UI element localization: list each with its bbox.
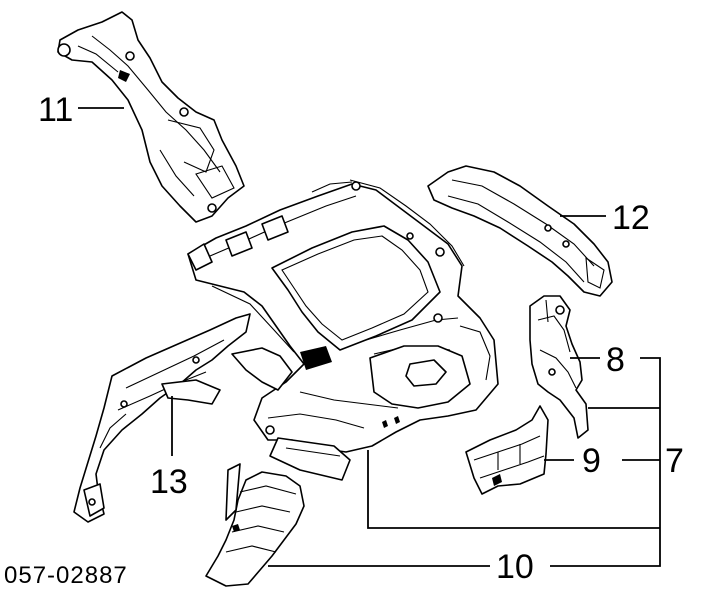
drawing-code: 057-02887 xyxy=(4,562,128,589)
part-13-inner-bracket xyxy=(73,313,293,523)
part-10-floor-extension xyxy=(205,437,351,587)
part-11-pillar-reinforcement xyxy=(57,11,245,223)
bracket-8-9-10-to-7 xyxy=(550,357,661,567)
callout-11: 11 xyxy=(38,91,73,129)
main-quarter-panel xyxy=(187,179,499,453)
callout-7: 7 xyxy=(665,442,684,480)
part-12-rear-rail xyxy=(427,165,613,297)
part-9-lower-reinforcement xyxy=(465,405,549,495)
callout-12: 12 xyxy=(612,199,650,237)
leader-10-panel xyxy=(367,450,660,529)
part-8-bracket xyxy=(529,295,589,439)
callout-9: 9 xyxy=(582,442,601,480)
callout-8: 8 xyxy=(606,341,625,379)
callout-13: 13 xyxy=(150,463,188,501)
callout-10: 10 xyxy=(496,548,534,586)
